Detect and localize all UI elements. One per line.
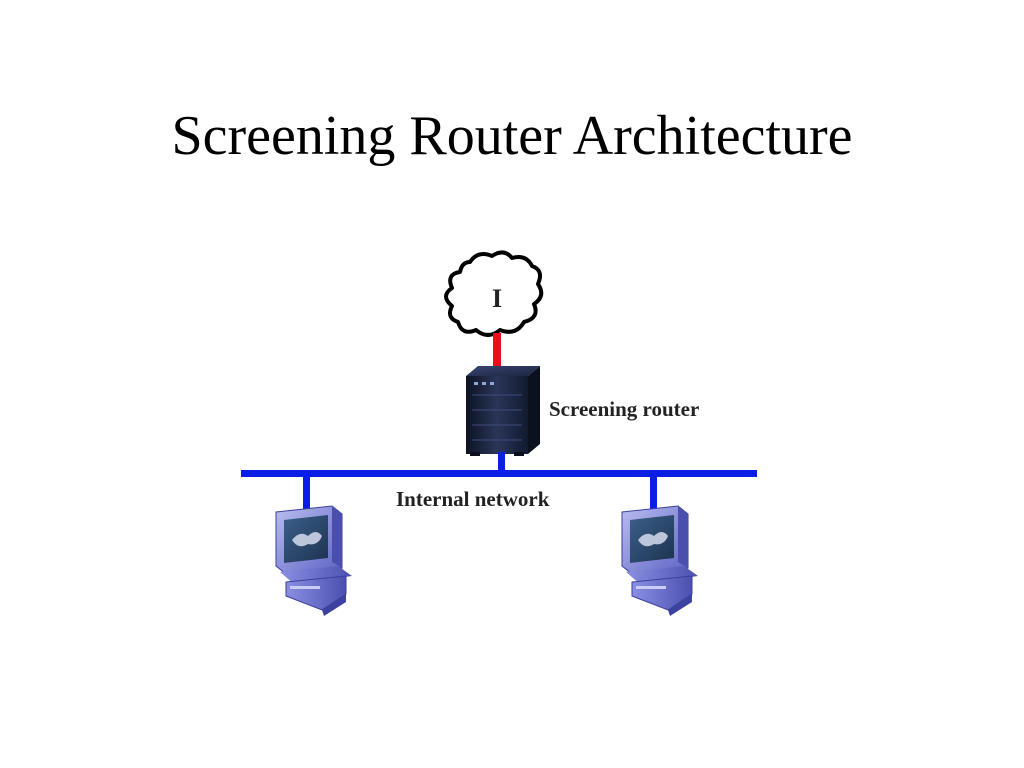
internet-cloud-icon: I <box>444 250 544 337</box>
internet-link <box>493 333 501 371</box>
router-server-icon <box>466 366 540 456</box>
router-network-link <box>498 452 505 474</box>
slide-title: Screening Router Architecture <box>171 105 853 167</box>
network-label: Internal network <box>396 487 550 511</box>
internal-network-line <box>241 470 757 477</box>
workstation-icon <box>275 505 352 616</box>
router-label: Screening router <box>549 397 699 421</box>
workstation-icon <box>621 505 698 616</box>
cloud-label: I <box>492 284 502 313</box>
workstation-left-link <box>303 476 310 510</box>
workstation-right-link <box>650 476 657 510</box>
